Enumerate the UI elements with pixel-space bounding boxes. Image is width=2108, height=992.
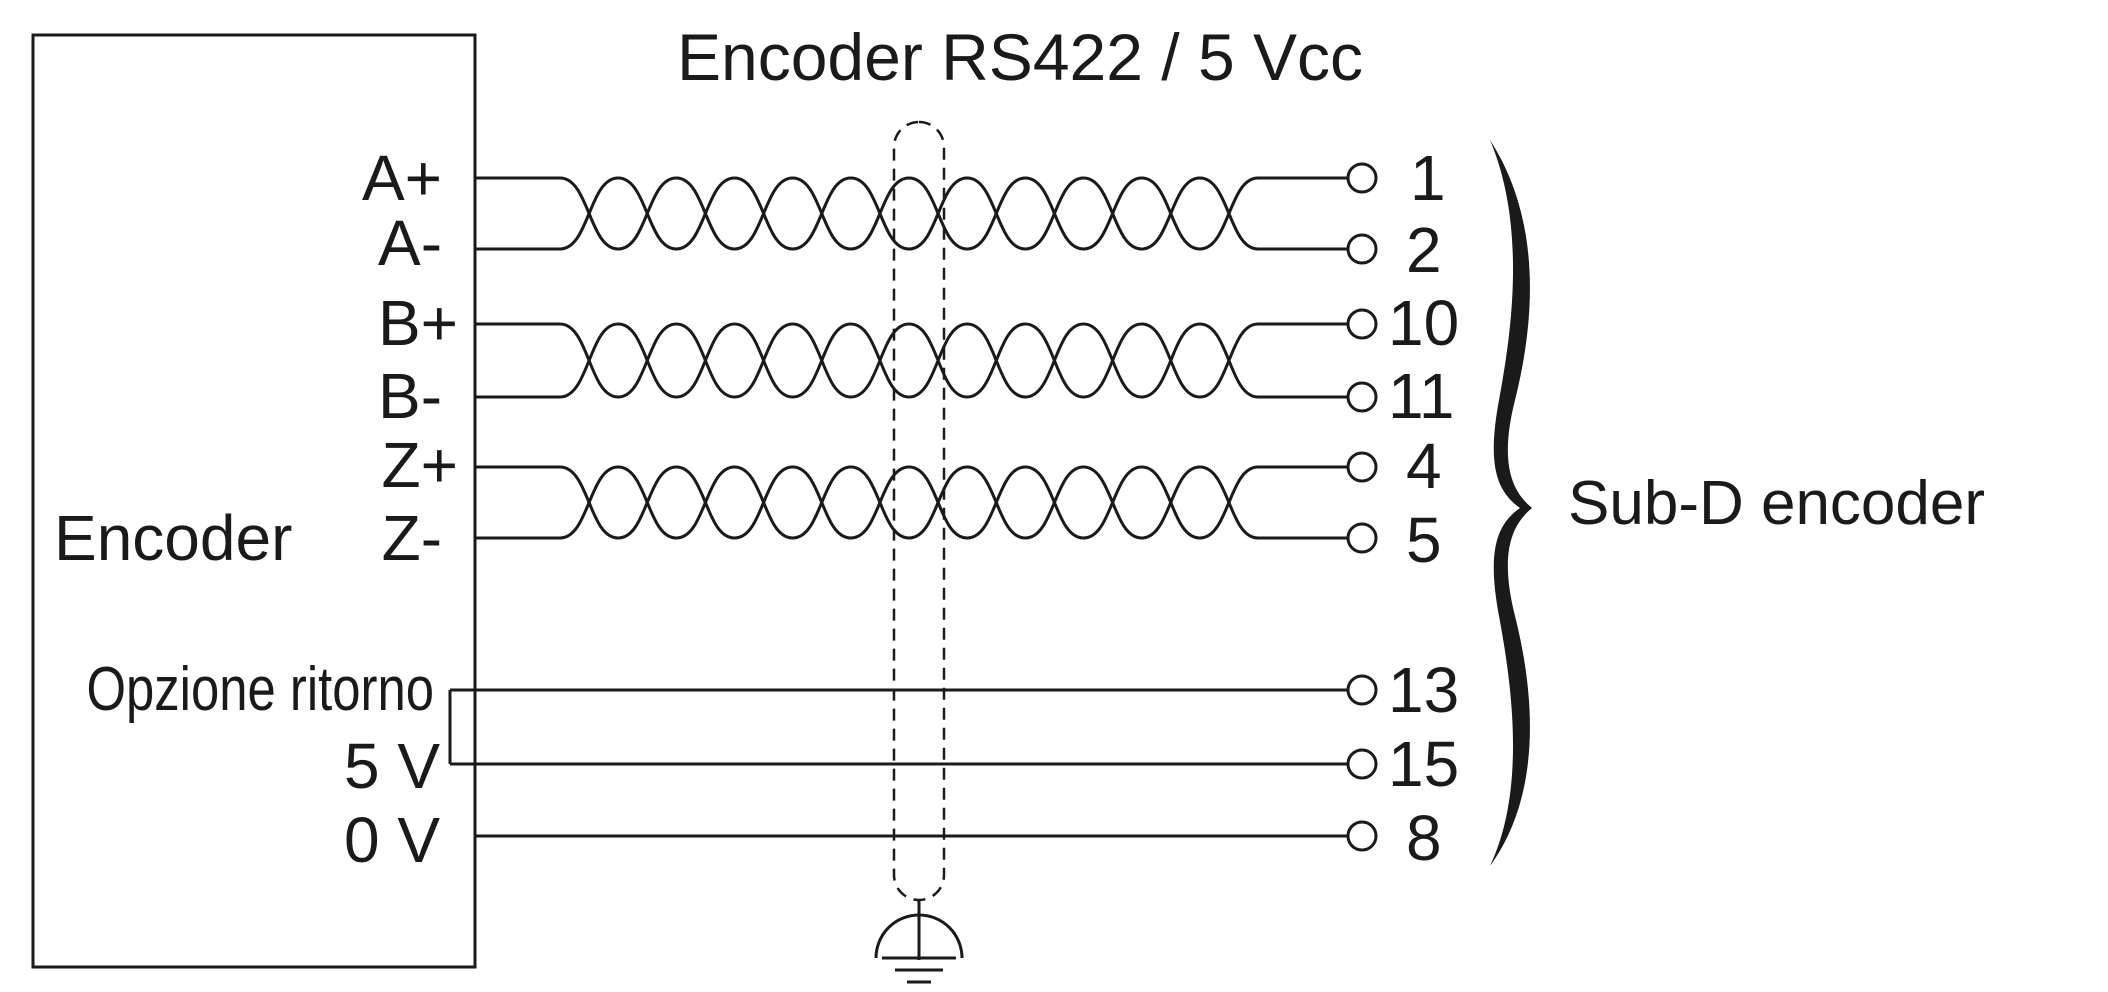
cable-shield <box>892 120 946 902</box>
pin-number-1: 1 <box>1410 142 1446 214</box>
encoder-box <box>31 33 477 969</box>
pin-number-11: 11 <box>1388 360 1454 432</box>
terminal-icon <box>1346 451 1378 483</box>
device-label: Encoder <box>54 502 292 574</box>
pin-number-4: 4 <box>1406 430 1442 502</box>
pin-number-10: 10 <box>1388 287 1459 359</box>
signal-label-a-minus: A- <box>378 207 442 279</box>
signal-label-b-plus: B+ <box>378 287 458 359</box>
terminal-icon <box>1346 820 1378 852</box>
connector-label: Sub-D encoder <box>1568 469 1985 538</box>
signal-label-z-minus: Z- <box>382 502 442 574</box>
twisted-pair-2-wire-0 <box>475 465 1348 540</box>
ground-icon <box>874 900 964 984</box>
terminal-icon <box>1346 674 1378 706</box>
terminal-icon <box>1346 381 1378 413</box>
pin-number-13: 13 <box>1388 654 1459 726</box>
option-label-line2: 5 V <box>344 730 440 802</box>
twisted-pair-2-wire-1 <box>475 465 1348 540</box>
pin-number-15: 15 <box>1388 728 1459 800</box>
brace-icon <box>1490 140 1532 866</box>
twisted-pair-0-wire-0 <box>475 176 1348 251</box>
return-option-wiring <box>448 688 1348 838</box>
twisted-pair-0-wire-1 <box>475 176 1348 251</box>
terminal-icon <box>1346 522 1378 554</box>
terminals <box>1346 162 1378 852</box>
twisted-pairs <box>475 176 1348 540</box>
diagram-title: Encoder RS422 / 5 Vcc <box>677 20 1363 94</box>
terminal-icon <box>1346 162 1378 194</box>
pin-number-8: 8 <box>1406 802 1442 874</box>
signal-label-z-plus: Z+ <box>382 429 458 501</box>
twisted-pair-1-wire-1 <box>475 322 1348 399</box>
terminal-icon <box>1346 233 1378 265</box>
pin-number-5: 5 <box>1406 504 1442 576</box>
option-label-line1: Opzione ritorno <box>86 655 434 724</box>
pin-number-2: 2 <box>1406 214 1442 286</box>
ground-voltage-label: 0 V <box>344 804 440 876</box>
signal-label-a-plus: A+ <box>362 142 442 214</box>
twisted-pair-1-wire-0 <box>475 322 1348 399</box>
terminal-icon <box>1346 308 1378 340</box>
terminal-icon <box>1346 748 1378 780</box>
signal-label-b-minus: B- <box>378 360 442 432</box>
